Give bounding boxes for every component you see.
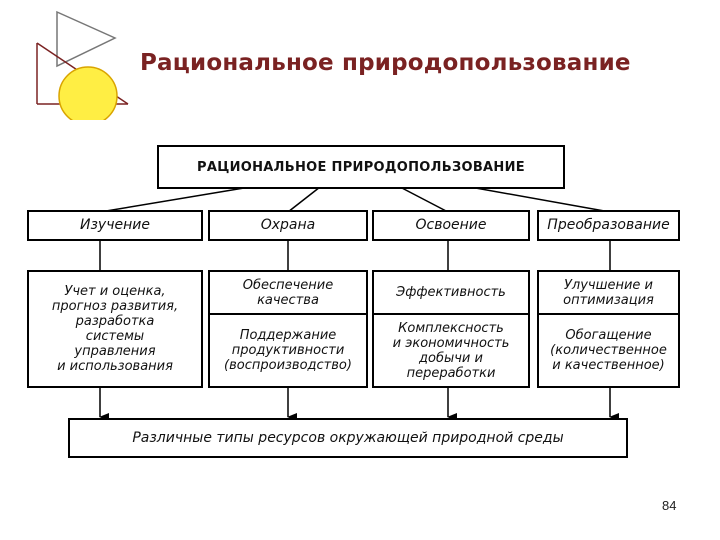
connector-top-protection xyxy=(287,186,321,213)
cell-transformation-enrichment: Обогащение (количественное и качественно… xyxy=(537,313,680,388)
cell-development-efficiency: Эффективность xyxy=(372,270,530,315)
top-node: РАЦИОНАЛЬНОЕ ПРИРОДОПОЛЬЗОВАНИЕ xyxy=(157,145,565,189)
category-protection: Охрана xyxy=(208,210,368,241)
category-study: Изучение xyxy=(27,210,203,241)
connector-top-study xyxy=(99,186,251,213)
cell-protection-quality: Обеспечение качества xyxy=(208,270,368,315)
cell-protection-productivity: Поддержание продуктивности (воспроизводс… xyxy=(208,313,368,388)
deco-circle xyxy=(58,66,118,120)
corner-decoration xyxy=(36,10,129,120)
connector-top-transformation xyxy=(469,186,611,213)
page-number: 84 xyxy=(662,498,677,513)
deco-triangle xyxy=(56,10,117,68)
category-transformation: Преобразование xyxy=(537,210,680,241)
resources-node: Различные типы ресурсов окружающей приро… xyxy=(68,418,628,458)
slide-title: Рациональное природопользование xyxy=(140,50,631,76)
cell-study: Учет и оценка, прогноз развития, разрабо… xyxy=(27,270,203,388)
cell-development-complexity: Комплексность и экономичность добычи и п… xyxy=(372,313,530,388)
connector-top-development xyxy=(399,186,449,213)
cell-transformation-improvement: Улучшение и оптимизация xyxy=(537,270,680,315)
category-development: Освоение xyxy=(372,210,530,241)
